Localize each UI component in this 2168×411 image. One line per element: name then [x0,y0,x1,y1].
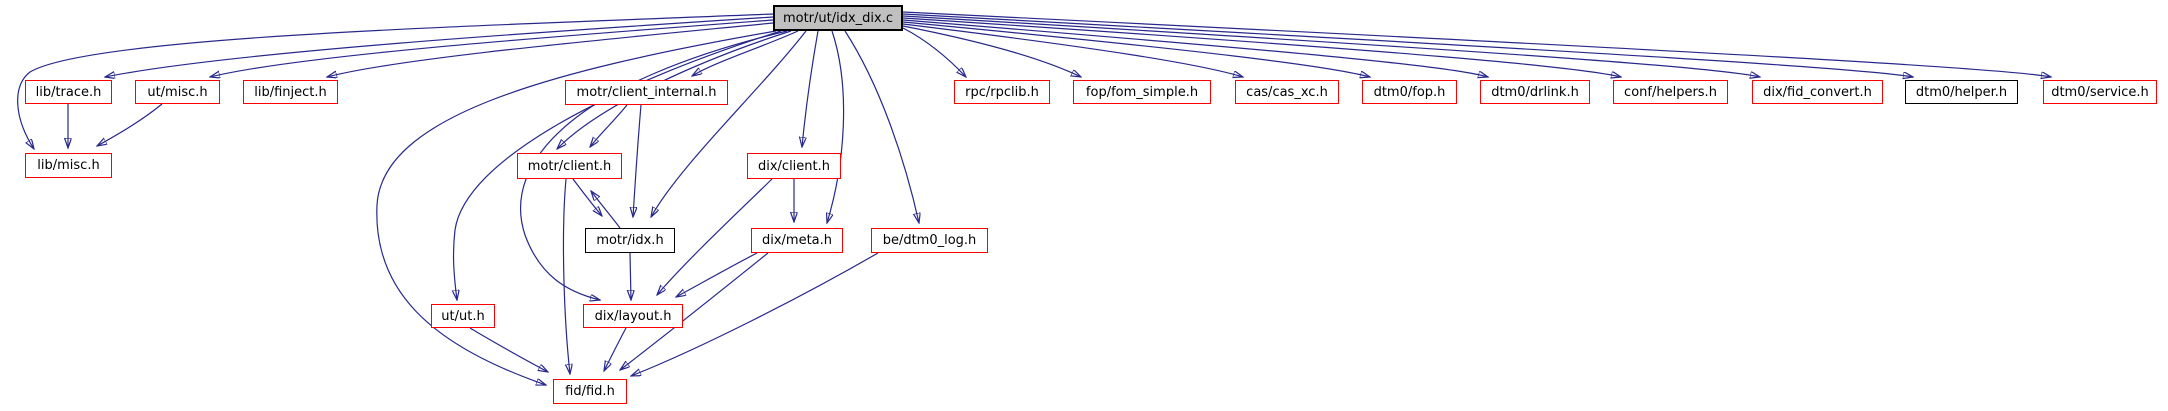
node-motr-client-h[interactable]: motr/client.h [517,153,622,179]
node-motr-idx-h[interactable]: motr/idx.h [585,228,675,253]
edge-root-to-dix-meta [827,30,845,223]
node-motr-ut-idx-dix-c: motr/ut/idx_dix.c [773,5,903,31]
edge-root-to-dix-fid-convert [902,15,1760,77]
edge-root-to-ut-ut [454,30,782,300]
edge-motr-idx-to-motr-client [591,191,621,229]
edge-motr-idx-to-dix-layout [630,252,631,300]
node-be-dtm0-log-h[interactable]: be/dtm0_log.h [871,228,988,253]
edge-root-to-motr-idx [651,30,807,217]
node-dtm0-drlink-h[interactable]: dtm0/drlink.h [1480,80,1590,104]
node-dtm0-helper-h[interactable]: dtm0/helper.h [1905,80,2018,104]
edge-dix-layout-to-fid-fid [604,327,627,371]
edge-root-to-motr-client-internal [692,30,799,76]
edge-motr-client-to-motr-idx [572,178,602,216]
edge-ut-ut-to-fid-fid [469,327,548,372]
edge-root-to-lib-trace [105,16,774,77]
node-dtm0-fop-h[interactable]: dtm0/fop.h [1362,80,1457,104]
edge-dix-meta-to-dix-layout [676,252,758,297]
edge-motr-client-internal-to-motr-idx [633,104,642,217]
node-fid-fid-h[interactable]: fid/fid.h [553,379,627,404]
node-dix-client-h[interactable]: dix/client.h [747,153,841,179]
edge-root-to-lib-finject [327,22,774,77]
edge-root-to-be-dtm0-log [844,30,919,223]
edge-root-to-dtm0-helper [902,13,1913,77]
node-lib-misc-h[interactable]: lib/misc.h [25,153,112,178]
node-ut-misc-h[interactable]: ut/misc.h [135,80,220,104]
node-cas-cas-xc-h[interactable]: cas/cas_xc.h [1235,80,1339,104]
node-conf-helpers-h[interactable]: conf/helpers.h [1613,80,1728,104]
node-dix-fid-convert-h[interactable]: dix/fid_convert.h [1752,80,1883,104]
node-fop-fom-simple-h[interactable]: fop/fom_simple.h [1073,80,1211,104]
edge-root-to-lib-misc [17,13,774,149]
node-lib-trace-h[interactable]: lib/trace.h [25,80,112,104]
edge-be-dtm0-log-to-fid-fid [631,252,879,376]
node-dtm0-service-h[interactable]: dtm0/service.h [2043,80,2157,104]
edge-root-to-fop-fom-simple [902,25,1081,77]
edge-root-to-dtm0-fop [902,21,1370,77]
edge-root-to-rpc-rpclib [902,27,966,77]
edge-root-to-dix-client [802,30,819,147]
edge-root-to-cas-cas-xc [902,23,1243,77]
node-dix-meta-h[interactable]: dix/meta.h [751,228,843,253]
node-rpc-rpclib-h[interactable]: rpc/rpclib.h [954,80,1050,104]
edge-root-to-dtm0-drlink [902,19,1488,77]
edge-motr-client-internal-to-motr-client [590,104,628,147]
node-ut-ut-h[interactable]: ut/ut.h [431,304,495,328]
node-lib-finject-h[interactable]: lib/finject.h [243,80,338,104]
edge-root-to-fid-fid [376,30,777,385]
edge-dix-client-to-dix-layout [657,178,773,295]
edge-root-to-dtm0-service [902,11,2051,77]
edge-root-to-dix-layout [520,30,788,300]
edge-ut-misc-to-lib-misc [97,103,163,146]
edge-dix-meta-to-fid-fid [620,252,769,370]
node-motr-client-internal-h[interactable]: motr/client_internal.h [565,80,728,105]
node-dix-layout-h[interactable]: dix/layout.h [583,304,683,328]
edge-motr-client-to-fid-fid [562,178,570,374]
edge-root-to-ut-misc [210,19,774,77]
edge-root-to-conf-helpers [902,17,1621,77]
